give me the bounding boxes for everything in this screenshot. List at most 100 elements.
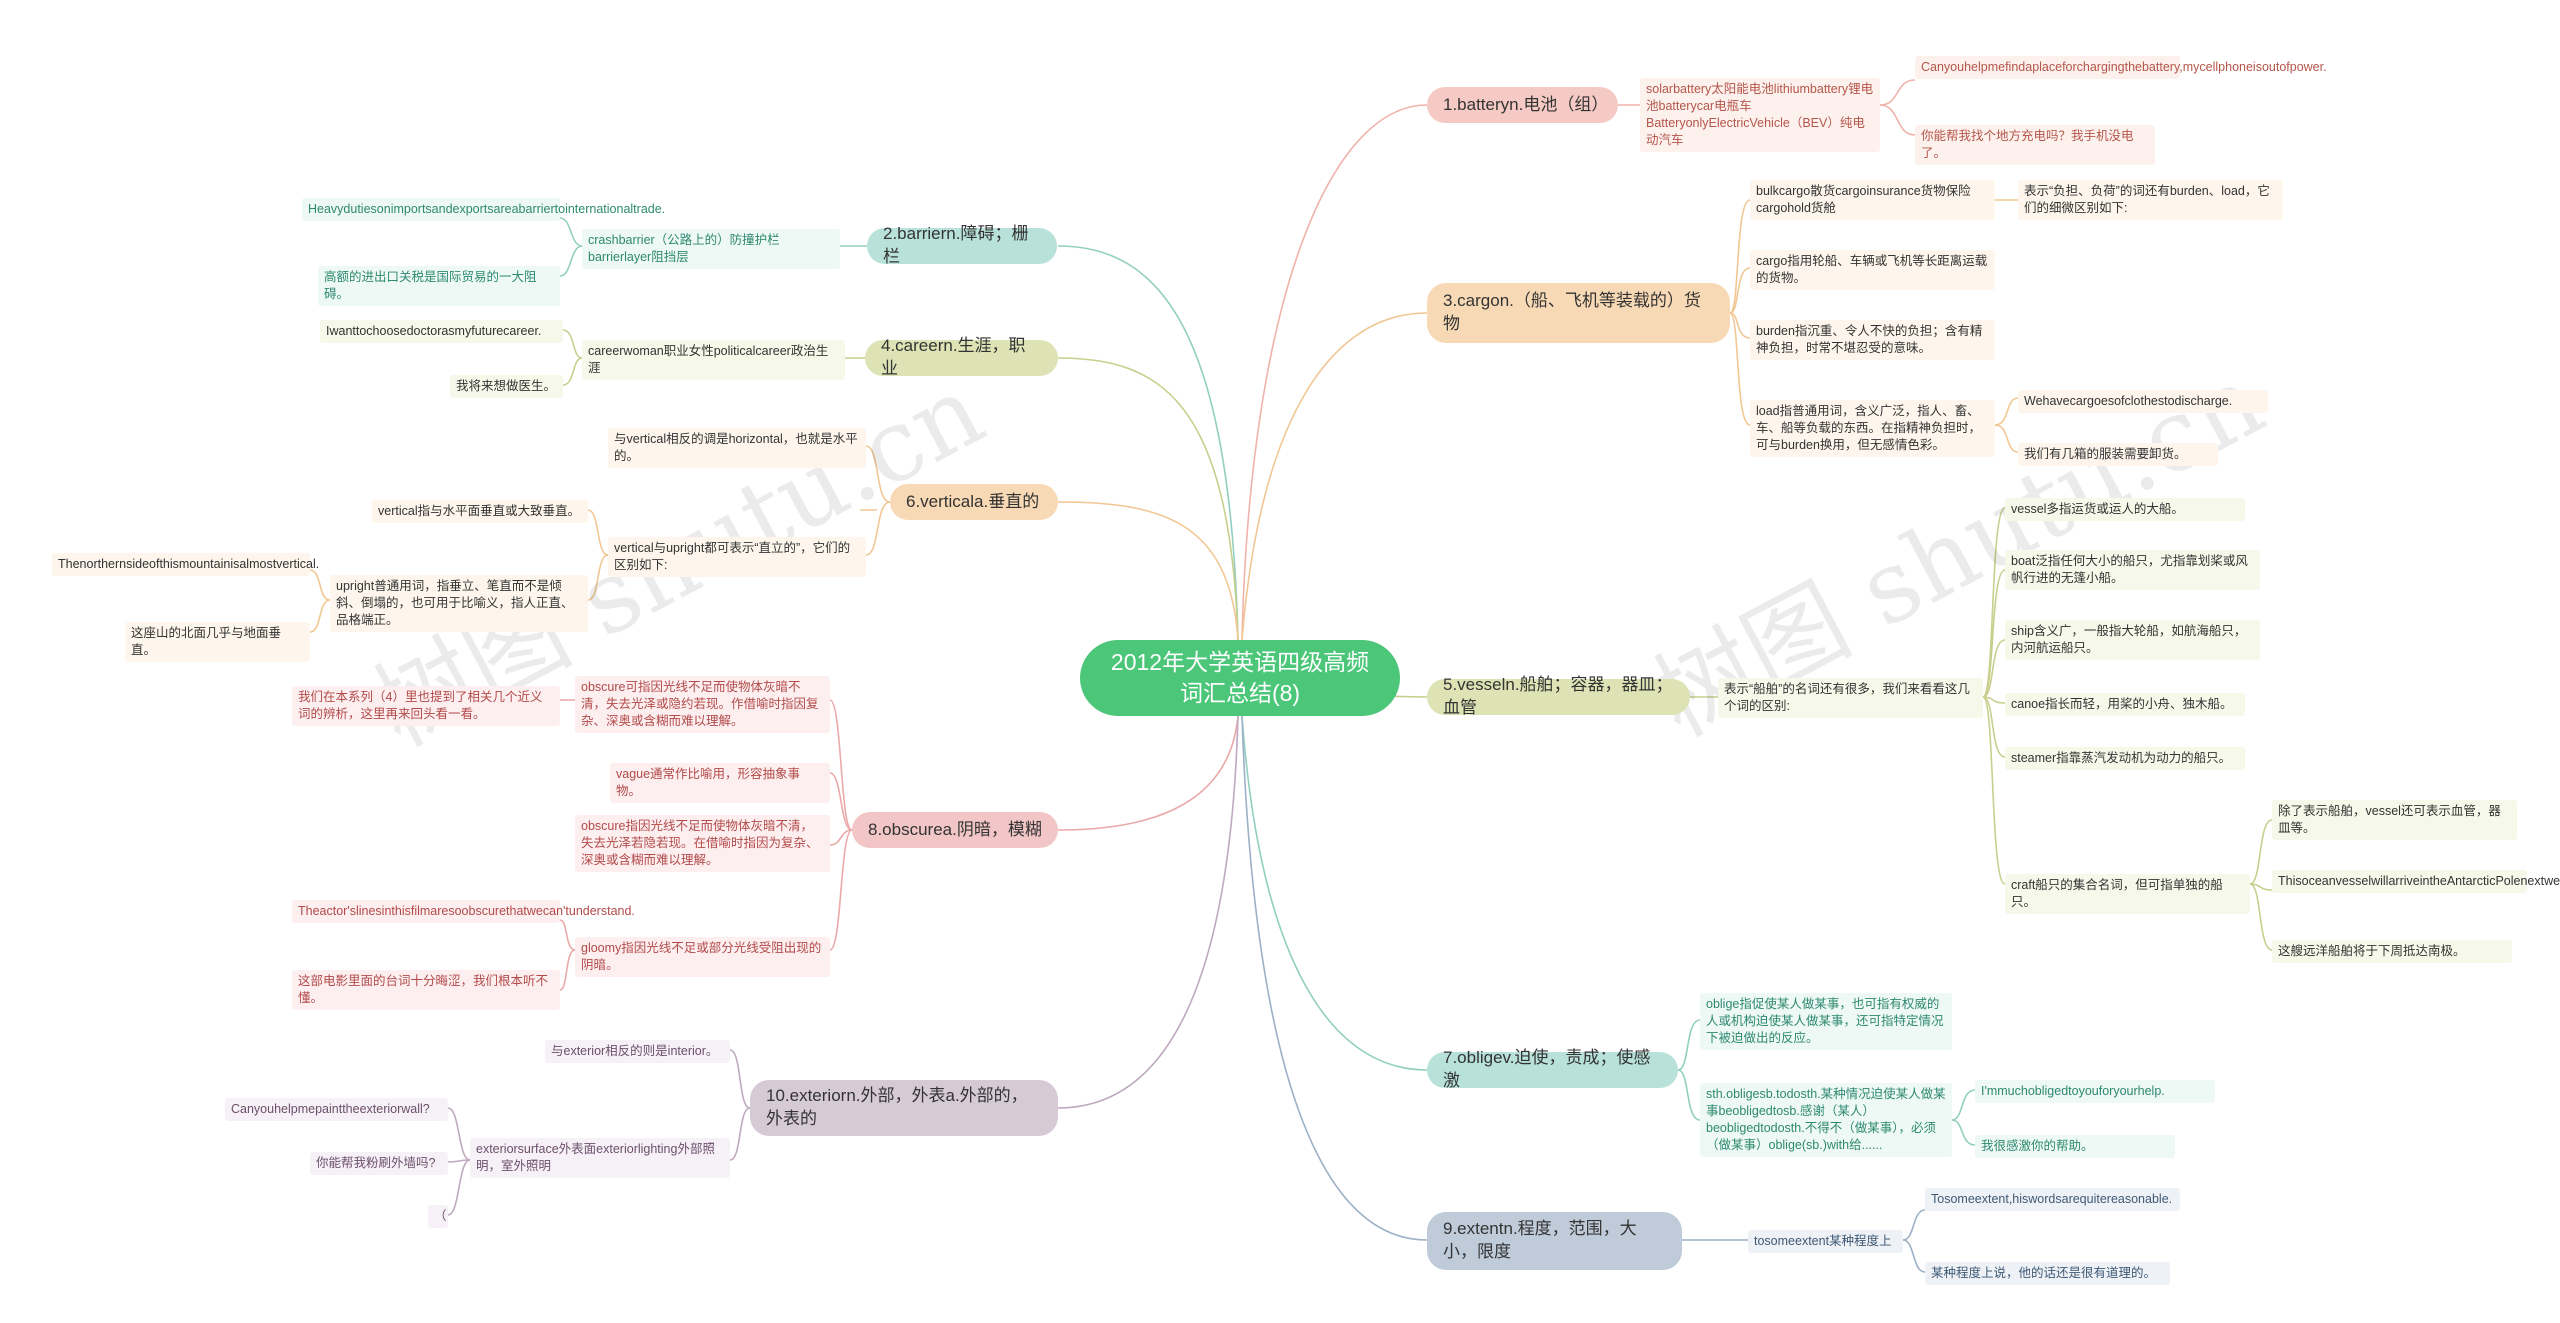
burden-def[interactable]: burden指沉重、令人不快的负担；含有精神负担，时常不堪忍受的意味。 bbox=[1750, 320, 1995, 360]
link-center-b6 bbox=[1057, 501, 1239, 641]
link-b10-e bbox=[447, 1159, 471, 1216]
exterior-example-cn[interactable]: 你能帮我粉刷外墙吗? bbox=[310, 1152, 448, 1175]
exterior-example-en[interactable]: Canyouhelpmepainttheexteriorwall? bbox=[225, 1098, 448, 1121]
career-example-en[interactable]: Iwanttochoosedoctorasmyfuturecareer. bbox=[320, 320, 563, 343]
extent-phrase[interactable]: tosomeextent某种程度上 bbox=[1748, 1230, 1903, 1253]
branch-battery[interactable]: 1.batteryn.电池（组） bbox=[1427, 87, 1618, 123]
vessel-example-en[interactable]: ThisoceanvesselwillarriveintheAntarcticP… bbox=[2272, 870, 2560, 893]
link-b7-c bbox=[1951, 1089, 1976, 1121]
link-b5-a bbox=[1982, 507, 2006, 698]
link-b6-b bbox=[865, 501, 891, 556]
vertical-example-cn[interactable]: 这座山的北面几乎与地面垂直。 bbox=[125, 622, 310, 662]
link-b9-c bbox=[1902, 1239, 1926, 1273]
cargo-example-en[interactable]: Wehavecargoesofclothestodischarge. bbox=[2018, 390, 2268, 413]
link-b10-b bbox=[729, 1107, 751, 1161]
extent-example-cn[interactable]: 某种程度上说，他的话还是很有道理的。 bbox=[1925, 1262, 2170, 1285]
vertical-example-en[interactable]: Thenorthernsideofthismountainisalmostver… bbox=[52, 553, 319, 576]
obscure-series-note[interactable]: 我们在本系列（4）里也提到了相关几个近义词的辨析，这里再来回头看一看。 bbox=[292, 686, 560, 726]
vessel-def[interactable]: vessel多指运货或运人的大船。 bbox=[2005, 498, 2245, 521]
link-b5-c bbox=[1982, 639, 2006, 698]
branch-extent[interactable]: 9.extentn.程度，范围，大小，限度 bbox=[1427, 1212, 1682, 1270]
battery-phrases[interactable]: solarbattery太阳能电池lithiumbattery锂电池batter… bbox=[1640, 78, 1880, 152]
cargo-phrases[interactable]: bulkcargo散货cargoinsurance货物保险cargohold货舱 bbox=[1750, 180, 1995, 220]
central-topic[interactable]: 2012年大学英语四级高频词汇总结(8) bbox=[1080, 640, 1400, 716]
barrier-example-en[interactable]: Heavydutiesonimportsandexportsareabarrie… bbox=[302, 198, 665, 221]
branch-oblige[interactable]: 7.obligev.迫使，责成；使感激 bbox=[1427, 1048, 1678, 1090]
link-b6 bbox=[865, 445, 891, 503]
vertical-upright-diff[interactable]: vertical与upright都可表示“直立的”，它们的区别如下: bbox=[608, 537, 866, 577]
link-b4-c bbox=[562, 357, 583, 386]
branch-exterior[interactable]: 10.exteriorn.外部，外表a.外部的，外表的 bbox=[750, 1080, 1058, 1136]
link-b6-d bbox=[587, 509, 609, 556]
link-center-b1 bbox=[1241, 104, 1428, 641]
exterior-opposite[interactable]: 与exterior相反的则是interior。 bbox=[545, 1040, 730, 1063]
obscure-def-1[interactable]: obscure可指因光线不足而使物体灰暗不清，失去光泽或隐约若现。作借喻时指因复… bbox=[575, 676, 830, 733]
link-b8-g bbox=[559, 949, 576, 991]
link-center-b9 bbox=[1241, 715, 1428, 1241]
oblige-def[interactable]: oblige指促使某人做某事，也可指有权威的人或机构迫使某人做某事，还可指特定情… bbox=[1700, 993, 1952, 1050]
link-b3-d bbox=[1729, 312, 1751, 426]
branch-barrier[interactable]: 2.barriern.障碍；栅栏 bbox=[867, 224, 1057, 266]
vertical-def[interactable]: vertical指与水平面垂直或大致垂直。 bbox=[372, 500, 588, 523]
load-def[interactable]: load指普通用词，含义广泛，指人、畜、车、船等负载的东西。在指精神负担时，可与… bbox=[1750, 400, 1995, 457]
boat-def[interactable]: boat泛指任何大小的船只，尤指靠划桨或风帆行进的无篷小船。 bbox=[2005, 550, 2260, 590]
link-b10 bbox=[729, 1049, 751, 1109]
link-center-b8 bbox=[1057, 715, 1239, 831]
canoe-def[interactable]: canoe指长而轻，用桨的小舟、独木船。 bbox=[2005, 693, 2245, 716]
oblige-example-en[interactable]: I'mmuchobligedtoyouforyourhelp. bbox=[1975, 1080, 2215, 1103]
link-b4-b bbox=[562, 329, 583, 359]
link-b9-b bbox=[1902, 1209, 1926, 1241]
upright-def[interactable]: upright普通用词，指垂立、笔直而不是倾斜、倒塌的，也可用于比喻义，指人正直… bbox=[330, 575, 588, 632]
vessel-extra[interactable]: 除了表示船舶，vessel还可表示血管，器皿等。 bbox=[2272, 800, 2517, 840]
link-center-b4 bbox=[1057, 357, 1239, 641]
link-b8-b bbox=[829, 772, 853, 831]
branch-vessel[interactable]: 5.vesseln.船舶；容器，器皿；血管 bbox=[1427, 675, 1690, 717]
link-b7-d bbox=[1951, 1119, 1976, 1146]
barrier-phrases[interactable]: crashbarrier（公路上的）防撞护栏barrierlayer阻挡层 bbox=[582, 229, 840, 269]
link-b6-e bbox=[587, 554, 609, 601]
link-b6-f bbox=[309, 569, 331, 601]
barrier-example-cn[interactable]: 高额的进出口关税是国际贸易的一大阻碍。 bbox=[318, 266, 560, 306]
vessel-example-cn[interactable]: 这艘远洋船舶将于下周抵达南极。 bbox=[2272, 940, 2512, 963]
exterior-fragment[interactable]: （ bbox=[428, 1205, 448, 1228]
oblige-example-cn[interactable]: 我很感激你的帮助。 bbox=[1975, 1135, 2175, 1158]
branch-cargo[interactable]: 3.cargon.（船、飞机等装载的）货物 bbox=[1427, 283, 1730, 343]
steamer-def[interactable]: steamer指靠蒸汽发动机为动力的船只。 bbox=[2005, 747, 2245, 770]
branch-obscure[interactable]: 8.obscurea.阴暗，模糊 bbox=[852, 812, 1058, 848]
career-phrases[interactable]: careerwoman职业女性politicalcareer政治生涯 bbox=[582, 340, 845, 380]
link-b5-g bbox=[2249, 819, 2273, 885]
link-b1-1 bbox=[1879, 79, 1916, 106]
link-b7-b bbox=[1677, 1069, 1701, 1121]
link-b10-c bbox=[447, 1107, 471, 1161]
link-b8 bbox=[829, 699, 853, 831]
link-b3 bbox=[1729, 199, 1751, 314]
cargo-example-cn[interactable]: 我们有几箱的服装需要卸货。 bbox=[2018, 443, 2218, 466]
ship-def[interactable]: ship含义广，一般指大轮船，如航海船只，内河航运船只。 bbox=[2005, 620, 2260, 660]
vessel-intro[interactable]: 表示“船舶”的名词还有很多，我们来看看这几个词的区别: bbox=[1718, 678, 1983, 718]
vertical-opposite[interactable]: 与vertical相反的调是horizontal，也就是水平的。 bbox=[608, 428, 866, 468]
obscure-def-2[interactable]: obscure指因光线不足而使物体灰暗不清，失去光泽若隐若现。在借喻时指因为复杂… bbox=[575, 815, 830, 872]
link-b6-g bbox=[309, 599, 331, 633]
link-b3-g bbox=[1994, 424, 2019, 453]
cargo-synonyms[interactable]: 表示“负担、负荷”的词还有burden、load，它们的细微区别如下: bbox=[2018, 180, 2283, 220]
oblige-phrases[interactable]: sth.obligesb.todosth.某种情况迫使某人做某事beoblige… bbox=[1700, 1083, 1952, 1157]
gloomy-def[interactable]: gloomy指因光线不足或部分光线受阻出现的阴暗。 bbox=[575, 937, 830, 977]
link-b8-d bbox=[829, 829, 853, 951]
vague-def[interactable]: vague通常作比喻用，形容抽象事物。 bbox=[610, 763, 830, 803]
link-b5-i bbox=[2249, 883, 2273, 951]
link-b8-c bbox=[829, 829, 853, 846]
obscure-example-cn[interactable]: 这部电影里面的台词十分晦涩，我们根本听不懂。 bbox=[292, 970, 560, 1010]
link-b2-c bbox=[559, 245, 583, 277]
branch-career[interactable]: 4.careern.生涯，职业 bbox=[865, 336, 1058, 378]
exterior-phrases[interactable]: exteriorsurface外表面exteriorlighting外部照明，室… bbox=[470, 1138, 730, 1178]
battery-example-en[interactable]: Canyouhelpmefindaplaceforchargingthebatt… bbox=[1915, 56, 2327, 79]
obscure-example-en[interactable]: Theactor'slinesinthisfilmaresoobscuretha… bbox=[292, 900, 635, 923]
craft-def[interactable]: craft船只的集合名词，但可指单独的船只。 bbox=[2005, 874, 2250, 914]
cargo-def[interactable]: cargo指用轮船、车辆或飞机等长距离运载的货物。 bbox=[1750, 250, 1995, 290]
link-b2-b bbox=[559, 217, 583, 247]
career-example-cn[interactable]: 我将来想做医生。 bbox=[450, 375, 563, 398]
battery-example-cn[interactable]: 你能帮我找个地方充电吗？我手机没电了。 bbox=[1915, 125, 2155, 165]
extent-example-en[interactable]: Tosomeextent,hiswordsarequitereasonable. bbox=[1925, 1188, 2180, 1211]
branch-vertical[interactable]: 6.verticala.垂直的 bbox=[890, 484, 1058, 520]
